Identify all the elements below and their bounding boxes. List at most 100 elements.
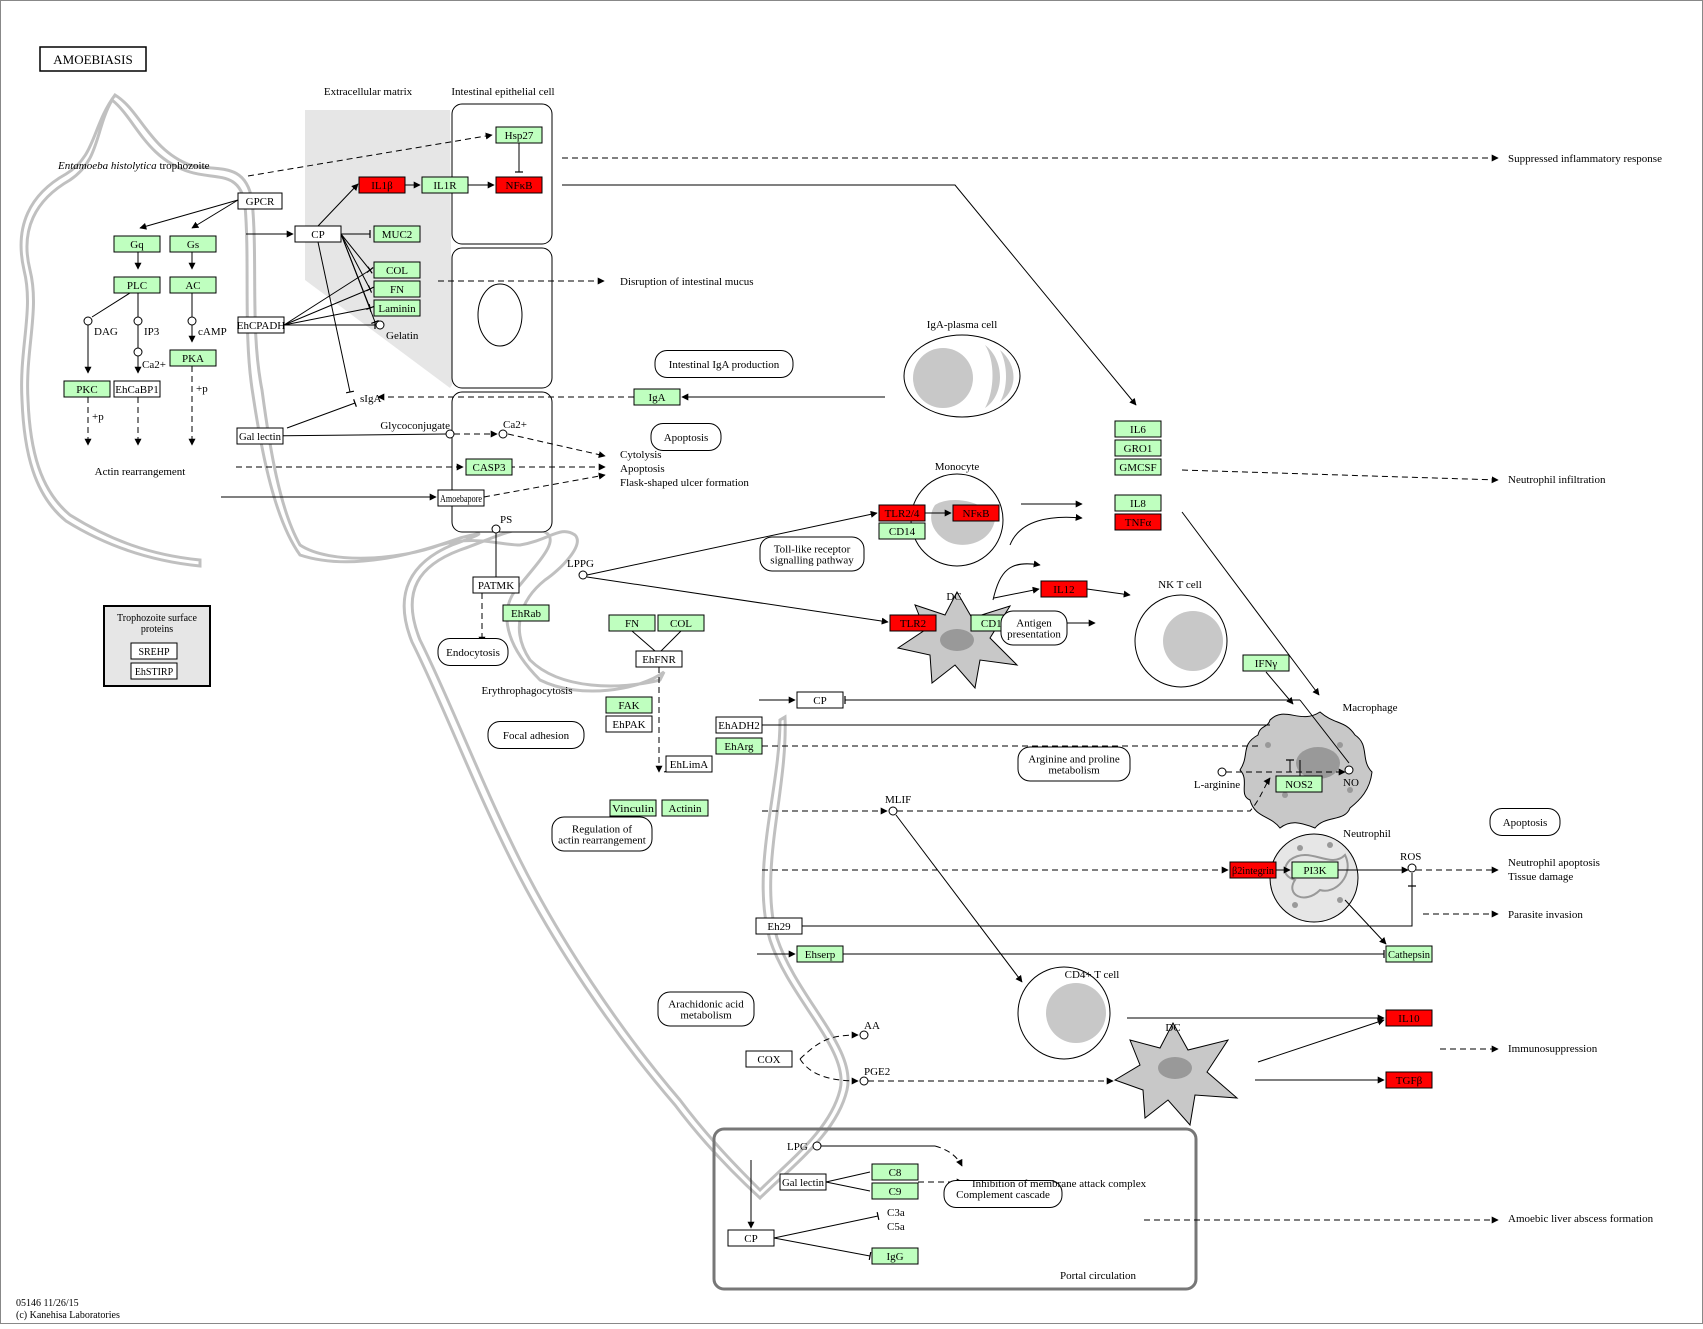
- compound-lpg[interactable]: LPG: [787, 1141, 822, 1153]
- gene-cp2[interactable]: CP: [796, 691, 844, 709]
- gene-ehfnr[interactable]: EhFNR: [635, 650, 683, 668]
- gene-label: AC: [185, 280, 200, 292]
- gene-tnfa[interactable]: TNFα: [1114, 513, 1162, 531]
- gene-il8[interactable]: IL8: [1114, 494, 1162, 512]
- gene-c8[interactable]: C8: [871, 1163, 919, 1181]
- gene-il1r[interactable]: IL1R: [421, 176, 469, 194]
- gene-tlr24[interactable]: TLR2/4: [878, 504, 926, 522]
- gene-label: PKC: [76, 384, 97, 396]
- compound-mlif[interactable]: MLIF: [885, 794, 911, 816]
- map-complement[interactable]: Complement cascade: [943, 1180, 1063, 1208]
- gene-col1[interactable]: COL: [373, 261, 421, 279]
- gene-gs[interactable]: Gs: [169, 235, 217, 253]
- gene-cox[interactable]: COX: [745, 1050, 793, 1068]
- compound-ros[interactable]: ROS: [1400, 851, 1421, 873]
- gene-il1b[interactable]: IL1β: [358, 176, 406, 194]
- gene-label: IL6: [1130, 424, 1146, 436]
- gene-pka[interactable]: PKA: [169, 349, 217, 367]
- map-focal-adhesion[interactable]: Focal adhesion: [487, 721, 585, 749]
- gene-nfkb2[interactable]: NFκB: [952, 504, 1000, 522]
- gene-laminin[interactable]: Laminin: [373, 299, 421, 317]
- gene-ehpak[interactable]: EhPAK: [605, 715, 653, 733]
- gene-igg[interactable]: IgG: [871, 1247, 919, 1265]
- gene-gq[interactable]: Gq: [113, 235, 161, 253]
- compound-pge2[interactable]: PGE2: [859, 1066, 890, 1086]
- gene-ehadh2[interactable]: EhADH2: [715, 716, 763, 734]
- gene-fn2[interactable]: FN: [608, 614, 656, 632]
- gene-gmcsf[interactable]: GMCSF: [1114, 458, 1162, 476]
- gene-casp3[interactable]: CASP3: [465, 458, 513, 476]
- compound-dag[interactable]: DAG: [83, 316, 118, 338]
- gene-gro1[interactable]: GRO1: [1114, 439, 1162, 457]
- gene-ehcpadh[interactable]: EhCPADH: [237, 316, 286, 334]
- compound-aa[interactable]: AA: [859, 1020, 880, 1040]
- gene-ehserp[interactable]: Ehserp: [796, 945, 844, 963]
- map-intestinal-iga[interactable]: Intestinal IgA production: [654, 350, 794, 378]
- gene-eharg[interactable]: EhArg: [715, 737, 763, 755]
- gene-ehlima[interactable]: EhLimA: [665, 755, 713, 773]
- gene-il10[interactable]: IL10: [1385, 1009, 1433, 1027]
- gene-col2[interactable]: COL: [657, 614, 705, 632]
- compound-larginine[interactable]: L-arginine: [1194, 767, 1240, 791]
- label-immunosupp: Immunosuppression: [1508, 1043, 1598, 1055]
- gene-tlr2[interactable]: TLR2: [889, 614, 937, 632]
- label-cd4: CD4+ T cell: [1065, 969, 1120, 981]
- gene-actinin[interactable]: Actinin: [661, 799, 709, 817]
- gene-il6[interactable]: IL6: [1114, 420, 1162, 438]
- gene-label: Cathepsin: [1388, 949, 1430, 961]
- map-label: Arginine and proline: [1028, 754, 1120, 766]
- gene-muc2[interactable]: MUC2: [373, 225, 421, 243]
- gene-fn1[interactable]: FN: [373, 280, 421, 298]
- gene-label: COX: [757, 1054, 780, 1066]
- compound-ps[interactable]: PS: [491, 514, 512, 534]
- gene-ac[interactable]: AC: [169, 276, 217, 294]
- gene-ehrab[interactable]: EhRab: [502, 604, 550, 622]
- gene-c9[interactable]: C9: [871, 1182, 919, 1200]
- gene-eh29[interactable]: Eh29: [755, 917, 803, 935]
- compound-label: PS: [500, 514, 512, 526]
- compound-glyco[interactable]: Glycoconjugate: [380, 420, 455, 439]
- compound-gelatin[interactable]: Gelatin: [375, 320, 419, 342]
- gene-cathepsin[interactable]: Cathepsin: [1385, 945, 1433, 963]
- compound-camp[interactable]: cAMP: [187, 316, 227, 338]
- compound-lppg[interactable]: LPPG: [567, 558, 594, 580]
- gene-il12[interactable]: IL12: [1040, 580, 1088, 598]
- gene-nfkb1[interactable]: NFκB: [495, 176, 543, 194]
- label-inhibition: Inhibition of membrane attack complex: [972, 1178, 1147, 1190]
- map-endocytosis[interactable]: Endocytosis: [437, 638, 509, 666]
- gene-cp1[interactable]: CP: [294, 225, 342, 243]
- gene-vinculin[interactable]: Vinculin: [609, 799, 657, 817]
- gene-plc[interactable]: PLC: [113, 276, 161, 294]
- gene-pkc[interactable]: PKC: [63, 380, 111, 398]
- compound-ip3[interactable]: IP3: [133, 316, 160, 338]
- gene-cp3[interactable]: CP: [727, 1229, 775, 1247]
- gene-hsp27[interactable]: Hsp27: [495, 126, 543, 144]
- label-tissue-damage: Tissue damage: [1508, 871, 1573, 883]
- gene-cd14[interactable]: CD14: [878, 522, 926, 540]
- gene-nos2[interactable]: NOS2: [1275, 775, 1323, 793]
- gene-ehcabp1[interactable]: EhCaBP1: [113, 380, 161, 398]
- gene-iga[interactable]: IgA: [633, 388, 681, 406]
- compound-ca1[interactable]: Ca2+: [133, 347, 166, 371]
- map-label: signalling pathway: [770, 555, 854, 567]
- gene-b2integrin[interactable]: β2integrin: [1229, 861, 1277, 879]
- gene-amoebapore[interactable]: Amoebapore: [437, 489, 485, 507]
- gene-fak[interactable]: FAK: [605, 696, 653, 714]
- gene-patmk[interactable]: PATMK: [472, 576, 520, 594]
- gene-gpcr[interactable]: GPCR: [237, 192, 283, 210]
- gene-tgfb[interactable]: TGFβ: [1385, 1071, 1433, 1089]
- iga-plasma-cell: [903, 334, 1021, 418]
- map-apoptosis-2[interactable]: Apoptosis: [1489, 808, 1561, 836]
- gene-pi3k[interactable]: PI3K: [1291, 861, 1339, 879]
- map-apoptosis-1[interactable]: Apoptosis: [650, 423, 722, 451]
- gene-ifng[interactable]: IFNγ: [1242, 654, 1290, 672]
- compound-ca2[interactable]: Ca2+: [498, 419, 527, 439]
- gene-gallectin2[interactable]: Gal lectin: [779, 1173, 827, 1191]
- gene-gallectin1[interactable]: Gal lectin: [236, 427, 284, 445]
- compound-no[interactable]: NO: [1343, 765, 1359, 789]
